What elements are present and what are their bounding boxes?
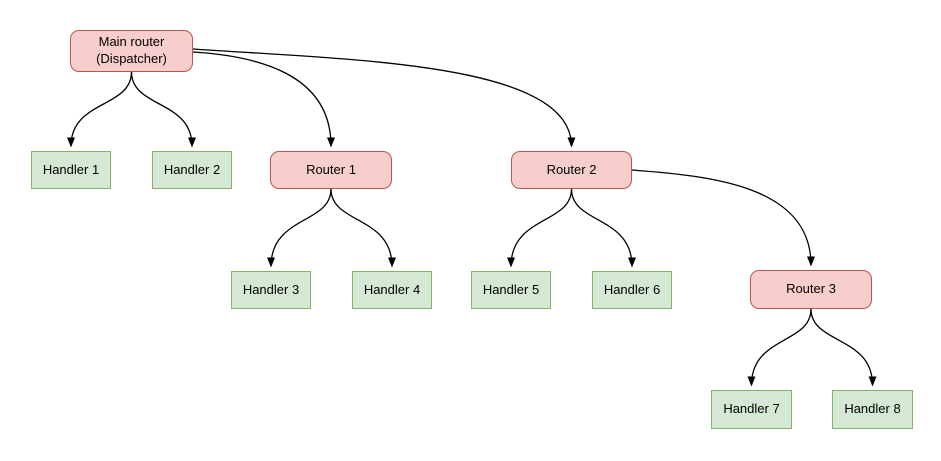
- node-handler-6: Handler 6: [592, 271, 672, 309]
- node-label-main-router: Main router (Dispatcher): [96, 34, 167, 66]
- edge-main-router-to-router-2: [192, 48, 576, 148]
- node-handler-4: Handler 4: [352, 271, 432, 309]
- edge-router-2-to-handler-6: [570, 188, 636, 268]
- node-handler-5: Handler 5: [471, 271, 551, 309]
- edge-main-router-to-router-1: [192, 51, 335, 148]
- edge-router-1-to-handler-3: [267, 188, 332, 268]
- node-label-handler-8: Handler 8: [844, 401, 901, 417]
- node-label-router-1: Router 1: [306, 161, 356, 177]
- node-router-1: Router 1: [270, 151, 392, 189]
- edge-router-3-to-handler-7: [747, 308, 812, 387]
- node-router-3: Router 3: [750, 270, 872, 309]
- node-label-handler-5: Handler 5: [482, 281, 540, 297]
- node-handler-3: Handler 3: [231, 271, 311, 309]
- node-label-handler-7: Handler 7: [723, 401, 780, 417]
- node-handler-1: Handler 1: [31, 151, 111, 189]
- node-label-handler-6: Handler 6: [603, 281, 661, 297]
- edge-main-router-to-handler-2: [130, 71, 196, 148]
- node-handler-8: Handler 8: [832, 390, 913, 429]
- node-label-router-3: Router 3: [786, 281, 836, 297]
- node-main-router: Main router (Dispatcher): [70, 30, 193, 72]
- edge-router-2-to-router-3: [631, 169, 815, 267]
- edge-router-1-to-handler-4: [330, 188, 396, 268]
- edge-router-3-to-handler-8: [810, 308, 877, 387]
- node-router-2: Router 2: [511, 151, 632, 189]
- node-handler-7: Handler 7: [711, 390, 792, 429]
- node-label-handler-4: Handler 4: [363, 281, 421, 297]
- node-handler-2: Handler 2: [152, 151, 232, 189]
- edge-main-router-to-handler-1: [67, 71, 133, 148]
- node-label-handler-1: Handler 1: [42, 161, 100, 177]
- node-label-router-2: Router 2: [546, 161, 597, 177]
- edge-router-2-to-handler-5: [507, 188, 573, 268]
- node-label-handler-3: Handler 3: [242, 281, 300, 297]
- node-label-handler-2: Handler 2: [163, 161, 221, 177]
